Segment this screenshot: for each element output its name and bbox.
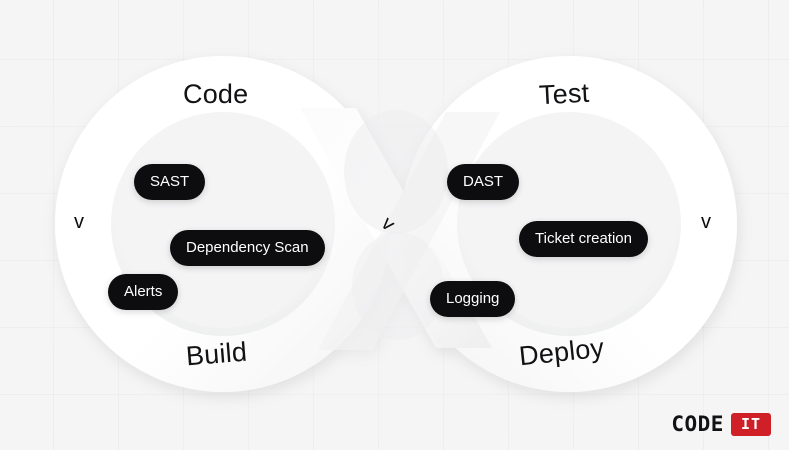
stage-label-build: Build [184, 336, 249, 372]
shading-lower-center [352, 232, 444, 340]
shading-upper-center [344, 110, 448, 234]
badge-alerts[interactable]: Alerts [108, 274, 179, 310]
badge-dependency-scan[interactable]: Dependency Scan [170, 230, 325, 266]
logo-wordmark: CODE [671, 412, 724, 436]
stage-label-test: Test [538, 77, 591, 111]
stage-label-code: Code [183, 79, 249, 109]
badge-dast[interactable]: DAST [447, 164, 520, 200]
badge-ticket-creation[interactable]: Ticket creation [519, 221, 648, 257]
chevron-down-icon-right: v [701, 211, 711, 233]
badge-logging[interactable]: Logging [430, 281, 516, 317]
badge-sast[interactable]: SAST [134, 164, 206, 200]
logo-it-badge: IT [730, 413, 771, 436]
brand-logo: CODE IT [671, 413, 771, 436]
chevron-down-icon-left: v [74, 211, 84, 233]
